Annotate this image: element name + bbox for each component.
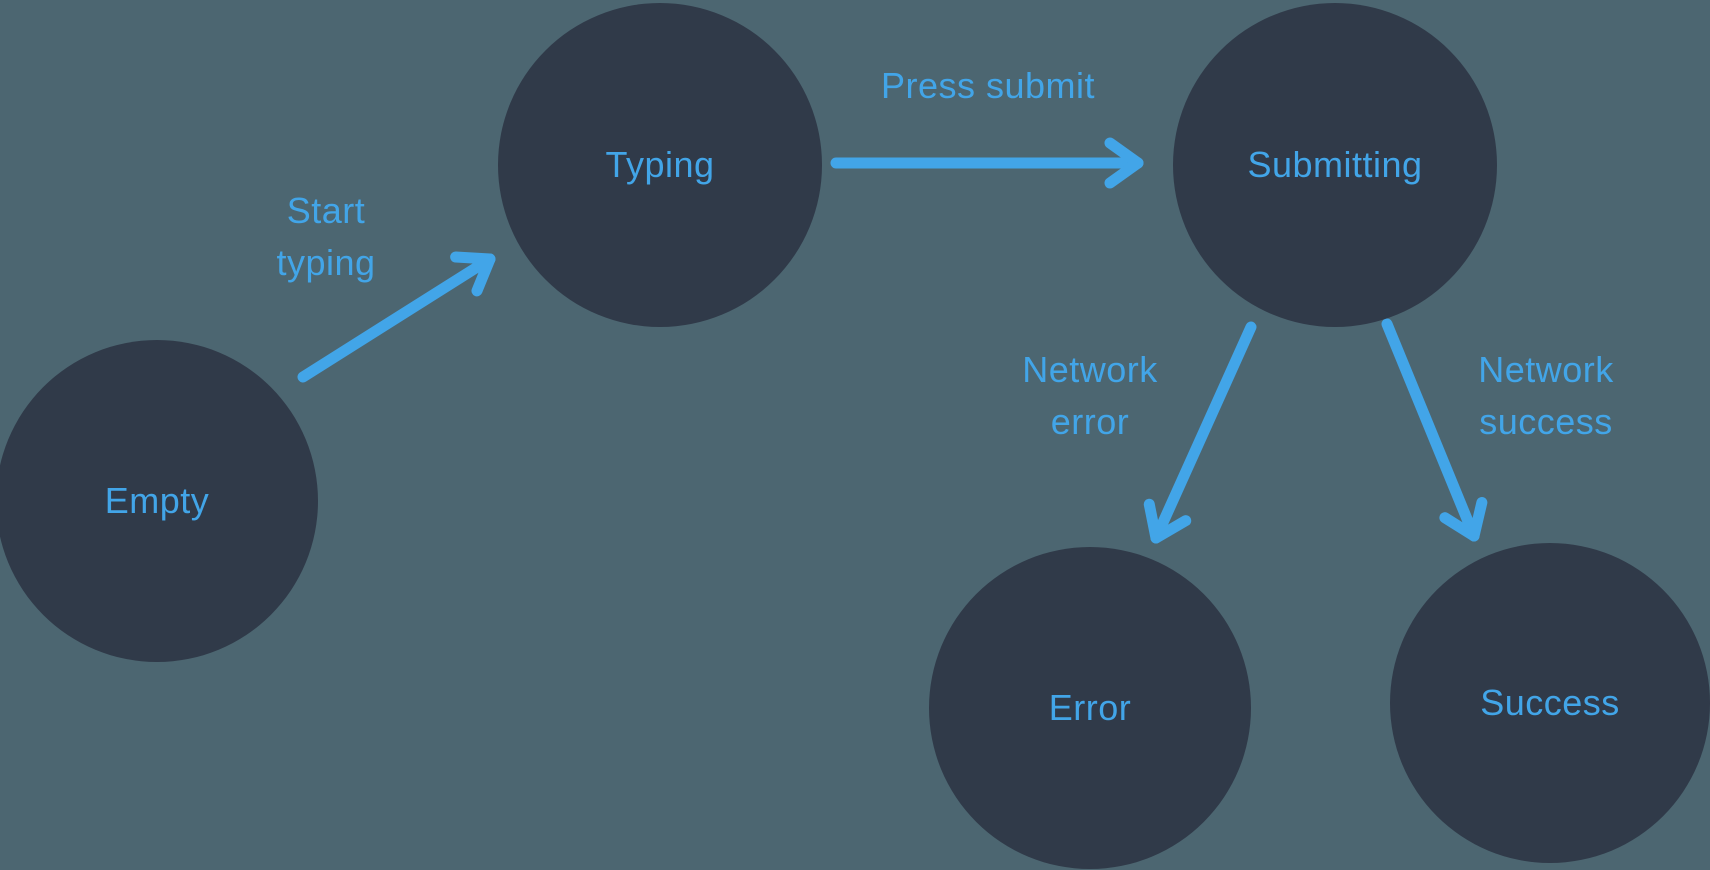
- edge-label-press-submit: Press submit: [881, 60, 1095, 112]
- node-typing-label: Typing: [605, 144, 715, 185]
- edge-label-line: Start: [286, 190, 366, 231]
- edge-label-line: Press submit: [880, 65, 1096, 106]
- edge-label-line: typing: [276, 242, 376, 283]
- node-error: Error: [929, 547, 1251, 869]
- node-success: Success: [1390, 543, 1710, 863]
- edge-empty-to-typing-arrow: [297, 251, 496, 383]
- node-empty-label: Empty: [104, 480, 210, 521]
- node-submitting: Submitting: [1173, 3, 1497, 327]
- node-typing: Typing: [498, 3, 822, 327]
- edge-submitting-to-success-arrow: [1381, 318, 1488, 542]
- edge-label-network-error: Network error: [1022, 344, 1158, 448]
- node-submitting-label: Submitting: [1247, 144, 1423, 185]
- edge-submitting-to-error-arrow: [1143, 321, 1257, 544]
- node-empty: Empty: [0, 340, 318, 662]
- edge-label-line: Network: [1022, 349, 1158, 390]
- edge-label-network-success: Network success: [1478, 344, 1614, 448]
- node-error-label: Error: [1048, 687, 1132, 728]
- edge-label-line: error: [1050, 401, 1130, 442]
- edge-label-line: success: [1479, 401, 1613, 442]
- edge-label-start-typing: Start typing: [276, 185, 375, 289]
- edge-label-line: Network: [1478, 349, 1614, 390]
- node-success-label: Success: [1480, 682, 1620, 723]
